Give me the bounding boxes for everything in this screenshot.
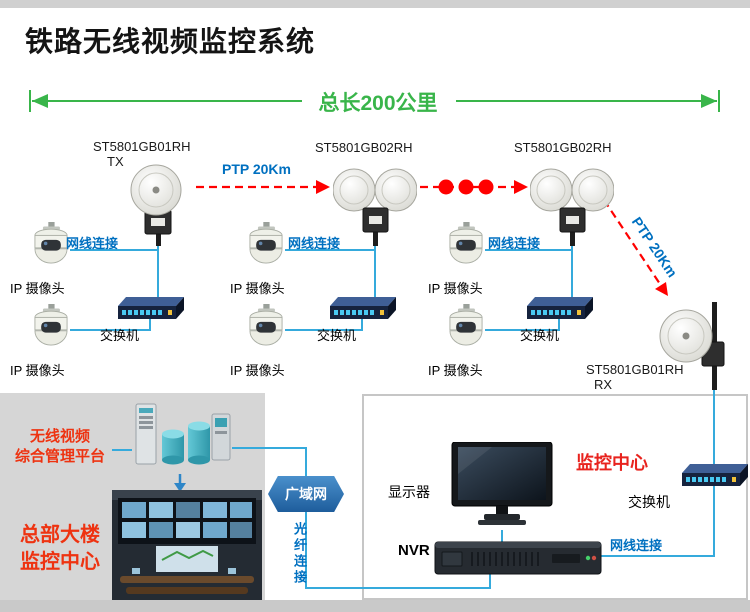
dish-antenna-repeater1-icon xyxy=(333,164,417,246)
server-platform-icon xyxy=(135,403,231,465)
platform-title-line1: 无线视频 xyxy=(29,428,90,445)
wan-node: 广域网 xyxy=(268,476,344,512)
ip-camera-label: IP 摄像头 xyxy=(10,281,65,296)
dish-antenna-repeater2-icon xyxy=(530,164,614,246)
antenna-rx-model-label: ST5801GB01RH xyxy=(586,362,684,377)
platform-title-line2: 综合管理平台 xyxy=(14,448,105,465)
switch-label: 交换机 xyxy=(520,328,560,343)
hq-center-title-line2: 监控中心 xyxy=(20,551,100,573)
dish-antenna-rx-icon xyxy=(659,302,725,390)
platform-title: 无线视频 综合管理平台 xyxy=(4,427,116,467)
switch-icon xyxy=(330,297,396,323)
ip-camera-label: IP 摄像头 xyxy=(230,281,285,296)
control-room-image xyxy=(112,490,262,600)
fiber-link-label: 光纤连接 xyxy=(292,522,307,586)
wan-label: 广域网 xyxy=(285,486,327,502)
switch-label: 交换机 xyxy=(317,328,357,343)
ip-camera-label: IP 摄像头 xyxy=(428,363,483,378)
top-gray-strip xyxy=(0,0,750,8)
network-cable-label: 网线连接 xyxy=(288,236,341,251)
ip-camera-label: IP 摄像头 xyxy=(428,281,483,296)
switch-icon xyxy=(527,297,593,323)
hq-center-title: 总部大楼 监控中心 xyxy=(6,522,114,576)
nvr-icon xyxy=(434,541,602,575)
switch-label: 交换机 xyxy=(100,328,140,343)
antenna-rx-role-label: RX xyxy=(594,377,613,392)
monitor-center-panel xyxy=(362,394,748,600)
ip-camera-icon xyxy=(243,222,289,272)
bottom-gray-strip xyxy=(0,600,750,612)
antenna-tx-role-label: TX xyxy=(107,154,124,169)
antenna-repeater2-model-label: ST5801GB02RH xyxy=(514,140,612,155)
ip-camera-icon xyxy=(243,304,289,354)
switch-icon xyxy=(682,464,748,490)
antenna-tx-model-label: ST5801GB01RH xyxy=(93,139,191,154)
network-cable-label: 网线连接 xyxy=(488,236,541,251)
ip-camera-icon xyxy=(443,304,489,354)
switch-label: 交换机 xyxy=(628,494,670,510)
page-title: 铁路无线视频监控系统 xyxy=(25,26,316,57)
ip-camera-icon xyxy=(443,222,489,272)
monitor-icon xyxy=(451,442,553,525)
network-cable-label: 网线连接 xyxy=(610,538,663,553)
nvr-label: NVR xyxy=(398,542,430,559)
monitor-center-title: 监控中心 xyxy=(576,453,648,473)
ip-camera-icon xyxy=(28,304,74,354)
total-length-label: 总长200公里 xyxy=(318,92,438,115)
ip-camera-label: IP 摄像头 xyxy=(10,363,65,378)
hq-center-title-line1: 总部大楼 xyxy=(20,524,100,546)
dish-antenna-tx-icon xyxy=(130,164,182,246)
ip-camera-label: IP 摄像头 xyxy=(230,363,285,378)
monitor-label: 显示器 xyxy=(388,484,430,500)
switch-icon xyxy=(118,297,184,323)
ptp-link-label-1: PTP 20Km xyxy=(222,161,291,177)
antenna-repeater1-model-label: ST5801GB02RH xyxy=(315,140,413,155)
network-cable-label: 网线连接 xyxy=(66,236,119,251)
